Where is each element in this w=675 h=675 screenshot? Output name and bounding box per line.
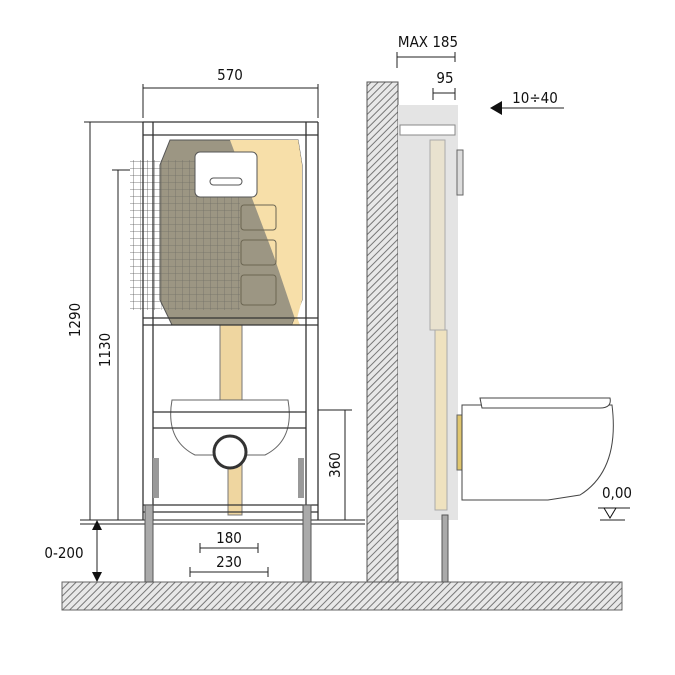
wall-section xyxy=(366,81,399,583)
installation-side xyxy=(398,105,614,583)
svg-text:0-200: 0-200 xyxy=(44,544,83,562)
side-panel xyxy=(398,105,458,520)
svg-text:1130: 1130 xyxy=(96,333,114,367)
svg-text:MAX 185: MAX 185 xyxy=(398,33,458,51)
svg-text:0,00: 0,00 xyxy=(602,484,632,502)
svg-text:10÷40: 10÷40 xyxy=(512,89,558,107)
dim-height-total: 1290 xyxy=(66,121,143,520)
side-flush-plate xyxy=(456,149,464,196)
dim-flush-plate: 10÷40 xyxy=(490,89,564,115)
dim-depth: 95 xyxy=(432,69,456,100)
leg-left xyxy=(144,504,154,583)
leg-right xyxy=(302,504,312,583)
svg-text:1290: 1290 xyxy=(66,303,84,337)
dim-width: 570 xyxy=(142,66,319,118)
wall-hung-toilet xyxy=(461,404,614,501)
mesh-panel xyxy=(130,160,160,310)
floor-level-marker: 0,00 xyxy=(598,484,632,521)
dim-leg-adjust: 0-200 xyxy=(44,520,102,582)
svg-text:570: 570 xyxy=(217,66,243,84)
floor-slab xyxy=(61,581,623,611)
dim-height-frame: 1130 xyxy=(96,169,130,520)
svg-text:95: 95 xyxy=(436,69,453,87)
dim-bolt-spacing: 180 xyxy=(199,529,259,553)
svg-text:230: 230 xyxy=(216,553,242,571)
dim-leg-spacing: 230 xyxy=(189,553,269,577)
installation-frame-front xyxy=(130,121,319,583)
flush-pipe xyxy=(219,324,243,401)
svg-text:360: 360 xyxy=(326,452,344,478)
svg-text:180: 180 xyxy=(216,529,242,547)
dim-outlet-height: 360 xyxy=(318,409,352,520)
flush-plate xyxy=(194,151,258,198)
toilet-seat xyxy=(479,397,611,409)
dim-depth-max: MAX 185 xyxy=(396,33,458,68)
